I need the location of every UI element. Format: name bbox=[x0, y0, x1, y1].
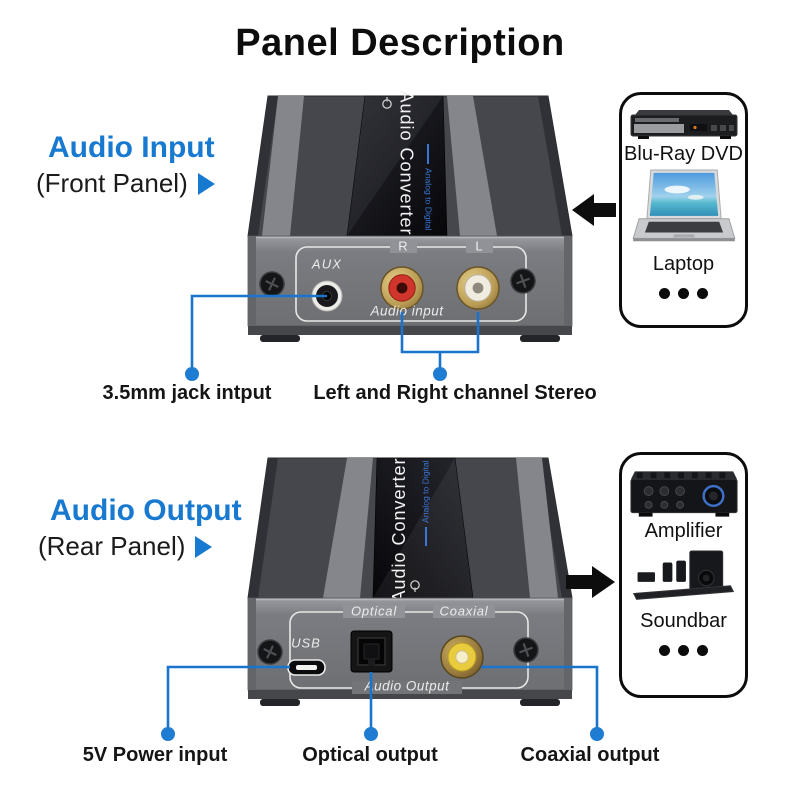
device-foot bbox=[520, 699, 560, 706]
front-device-image: Audio Converter Analog to Digital R L AU… bbox=[247, 90, 573, 342]
callout-dot bbox=[433, 367, 447, 381]
side-shade bbox=[248, 598, 256, 690]
front-subheading: (Front Panel) bbox=[36, 168, 188, 198]
label-mask bbox=[390, 240, 417, 253]
rear-subheading: (Rear Panel) bbox=[38, 531, 186, 561]
callout-label-jack: 3.5mm jack intput bbox=[102, 382, 272, 404]
input-sources-box: Blu-Ray DVD Laptop bbox=[619, 92, 748, 328]
device-base bbox=[248, 326, 572, 335]
callout-label-optical: Optical output bbox=[302, 744, 438, 766]
source-label-laptop: Laptop bbox=[652, 253, 715, 275]
callout-dot bbox=[185, 367, 199, 381]
screw-icon bbox=[510, 268, 536, 294]
device-foot bbox=[260, 699, 300, 706]
rca-right-port bbox=[380, 266, 424, 310]
play-triangle-icon bbox=[195, 535, 213, 558]
light-band bbox=[447, 96, 497, 236]
source-label-bluray: Blu-Ray DVD bbox=[624, 143, 743, 165]
label-mask bbox=[343, 605, 405, 618]
aux-label: AUX bbox=[311, 256, 342, 271]
power-icon bbox=[410, 580, 420, 592]
right-channel-label: R bbox=[398, 238, 407, 253]
label-mask bbox=[352, 681, 462, 694]
callout-label-stereo: Left and Right channel Stereo bbox=[313, 382, 597, 404]
optical-port-label: Optical bbox=[351, 603, 397, 618]
display-subtitle-text: Analog to Digital bbox=[424, 168, 434, 231]
rear-panel-text: Audio Output bbox=[364, 679, 451, 694]
sink-label-amplifier: Amplifier bbox=[644, 520, 723, 542]
rca-left-port bbox=[456, 266, 500, 310]
callout-label-coaxial: Coaxial output bbox=[520, 744, 660, 766]
display-title-text: Audio Converter bbox=[389, 457, 409, 602]
side-shade bbox=[564, 598, 572, 690]
arrow-right-icon bbox=[566, 566, 615, 598]
callout-label-power: 5V Power input bbox=[82, 744, 228, 766]
device-foot bbox=[520, 335, 560, 342]
left-channel-label: L bbox=[475, 238, 482, 253]
callout-dot bbox=[590, 727, 604, 741]
arrow-left-icon bbox=[572, 194, 616, 226]
edge-shade bbox=[538, 96, 572, 236]
ellipsis-icon bbox=[659, 288, 708, 299]
edge-shade bbox=[248, 458, 278, 598]
callout-dot bbox=[161, 727, 175, 741]
display-subtitle: Analog to Digital bbox=[424, 144, 434, 231]
screw-icon bbox=[513, 637, 539, 663]
light-band bbox=[323, 458, 373, 598]
aux-jack-port bbox=[311, 280, 343, 312]
amplifier-image bbox=[629, 471, 738, 517]
rear-device-image: Audio Converter Analog to Digital Optica… bbox=[247, 457, 573, 706]
usb-port-label: USB bbox=[291, 635, 321, 650]
device-foot bbox=[260, 335, 300, 342]
display-title-text: Audio Converter bbox=[396, 90, 416, 235]
optical-port bbox=[350, 630, 393, 673]
soundbar-image bbox=[632, 550, 734, 600]
edge-shade bbox=[248, 96, 278, 236]
output-sinks-box: Amplifier Soundbar bbox=[619, 452, 748, 698]
front-panel-text: Audio input bbox=[369, 304, 444, 319]
coaxial-port-label: Coaxial bbox=[440, 603, 489, 618]
coaxial-port bbox=[440, 635, 484, 679]
rear-section-heading: Audio Output (Rear Panel) bbox=[38, 494, 242, 562]
ellipsis-icon bbox=[659, 645, 708, 656]
play-triangle-icon bbox=[197, 172, 215, 195]
power-icon bbox=[382, 97, 392, 109]
display-gloss bbox=[373, 458, 473, 598]
sink-label-soundbar: Soundbar bbox=[640, 610, 727, 632]
page-title: Panel Description bbox=[235, 22, 565, 64]
callout-dot bbox=[364, 727, 378, 741]
display-gloss bbox=[347, 96, 443, 236]
label-mask bbox=[466, 240, 493, 253]
device-base bbox=[248, 690, 572, 699]
label-mask bbox=[433, 605, 495, 618]
laptop-image bbox=[632, 169, 735, 242]
front-section-heading: Audio Input (Front Panel) bbox=[36, 131, 215, 199]
rear-heading: Audio Output bbox=[50, 494, 242, 527]
display-subtitle-text: Analog to Digital bbox=[420, 460, 430, 523]
dvd-player-image bbox=[630, 110, 737, 139]
edge-shade bbox=[538, 458, 572, 598]
front-heading: Audio Input bbox=[48, 131, 215, 164]
usb-port bbox=[287, 659, 326, 676]
screw-icon bbox=[257, 639, 283, 665]
display-subtitle: Analog to Digital bbox=[420, 460, 430, 546]
side-shade bbox=[564, 236, 572, 326]
side-shade bbox=[248, 236, 256, 326]
light-band bbox=[262, 96, 304, 236]
light-band bbox=[516, 458, 558, 598]
